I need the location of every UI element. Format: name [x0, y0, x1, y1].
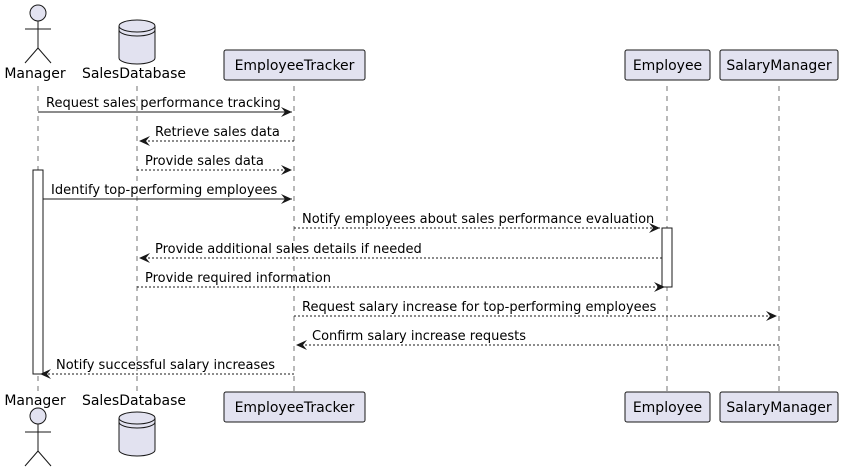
message-label: Provide required information [145, 271, 331, 286]
message-label: Notify employees about sales performance… [302, 212, 654, 227]
message-4: Identify top-performing employees [43, 183, 292, 204]
message-label: Request salary increase for top-performi… [302, 300, 657, 315]
actor-icon [24, 4, 52, 64]
participant-manager-top: Manager [4, 4, 66, 82]
participant-salesdatabase-top: SalesDatabase [82, 19, 186, 82]
participant-label: EmployeeTracker [235, 58, 355, 74]
message-7: Provide required information [137, 271, 665, 292]
activation-bar-employee [661, 227, 673, 288]
participant-label: EmployeeTracker [235, 400, 355, 416]
database-icon [118, 411, 156, 457]
message-label: Provide additional sales details if need… [155, 242, 422, 257]
participant-label: SalesDatabase [82, 66, 186, 82]
message-1: Request sales performance tracking [38, 96, 292, 117]
participant-label: Manager [4, 393, 66, 409]
message-label: Confirm salary increase requests [312, 329, 526, 344]
message-10: Notify successful salary increases [40, 358, 294, 379]
message-5: Notify employees about sales performance… [294, 212, 660, 233]
participant-label: SalaryManager [726, 58, 832, 74]
message-8: Request salary increase for top-performi… [294, 300, 777, 321]
message-6: Provide additional sales details if need… [139, 242, 662, 263]
database-icon [118, 19, 156, 65]
message-label: Request sales performance tracking [46, 96, 281, 111]
participant-manager-bottom: Manager [4, 393, 66, 467]
message-9: Confirm salary increase requests [296, 329, 779, 350]
participant-employeetracker-bottom: EmployeeTracker [223, 391, 366, 423]
participant-salarymanager-bottom: SalaryManager [719, 391, 839, 423]
message-label: Notify successful salary increases [56, 358, 275, 373]
message-2: Retrieve sales data [139, 125, 294, 146]
participant-label: SalesDatabase [82, 393, 186, 409]
participant-employee-top: Employee [624, 49, 711, 81]
message-label: Identify top-performing employees [51, 183, 278, 198]
participant-salarymanager-top: SalaryManager [719, 49, 839, 81]
participant-label: Manager [4, 66, 66, 82]
message-label: Retrieve sales data [155, 125, 280, 140]
actor-icon [24, 407, 52, 467]
message-label: Provide sales data [145, 154, 264, 169]
activation-bar-manager [32, 169, 44, 375]
participant-label: SalaryManager [726, 400, 832, 416]
message-3: Provide sales data [137, 154, 292, 175]
participant-employeetracker-top: EmployeeTracker [223, 49, 366, 81]
participant-employee-bottom: Employee [624, 391, 711, 423]
participant-label: Employee [633, 58, 702, 74]
participant-salesdatabase-bottom: SalesDatabase [82, 393, 186, 457]
participant-label: Employee [633, 400, 702, 416]
